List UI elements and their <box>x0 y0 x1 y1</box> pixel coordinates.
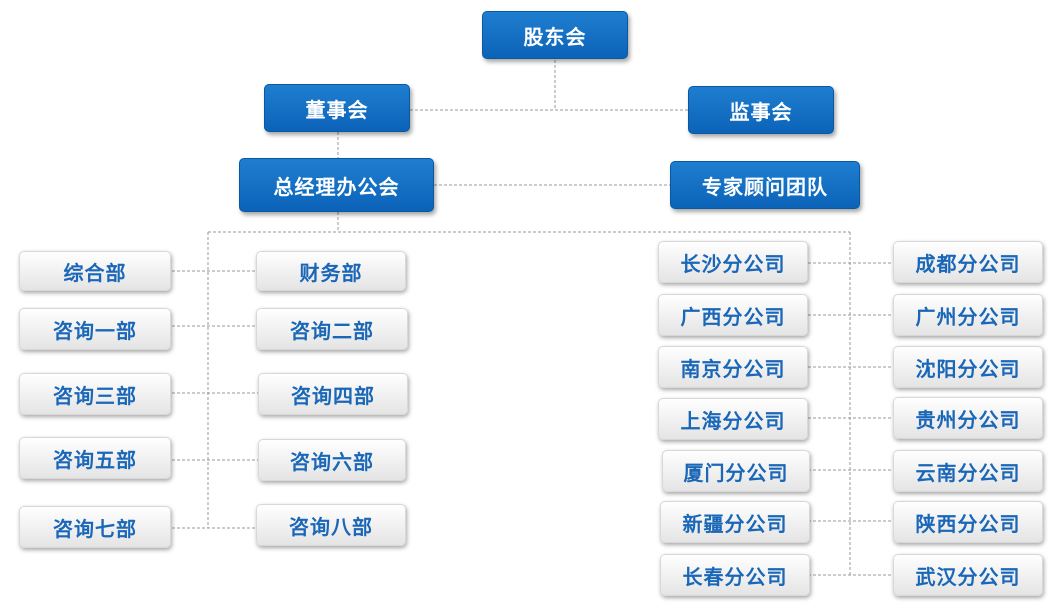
node-supervisors[interactable]: 监事会 <box>688 86 834 134</box>
dept-consulting-1[interactable]: 咨询一部 <box>19 308 171 350</box>
dept-consulting-4[interactable]: 咨询四部 <box>258 373 408 415</box>
branch-shanghai[interactable]: 上海分公司 <box>658 398 808 440</box>
dept-consulting-8[interactable]: 咨询八部 <box>256 504 406 546</box>
branch-guizhou[interactable]: 贵州分公司 <box>893 397 1043 439</box>
branch-shaanxi[interactable]: 陕西分公司 <box>893 501 1043 543</box>
branch-xiamen[interactable]: 厦门分公司 <box>662 450 810 492</box>
node-gm-office[interactable]: 总经理办公会 <box>239 158 434 212</box>
branch-xinjiang[interactable]: 新疆分公司 <box>660 501 810 543</box>
dept-consulting-2[interactable]: 咨询二部 <box>256 308 408 350</box>
branch-shenyang[interactable]: 沈阳分公司 <box>893 346 1043 388</box>
dept-general[interactable]: 综合部 <box>19 251 171 291</box>
node-experts[interactable]: 专家顾问团队 <box>670 161 860 209</box>
dept-consulting-7[interactable]: 咨询七部 <box>19 506 171 548</box>
dept-consulting-5[interactable]: 咨询五部 <box>19 437 171 479</box>
branch-changchun[interactable]: 长春分公司 <box>660 554 810 596</box>
dept-finance[interactable]: 财务部 <box>256 251 406 291</box>
branch-nanjing[interactable]: 南京分公司 <box>658 346 808 388</box>
branch-changsha[interactable]: 长沙分公司 <box>658 241 808 283</box>
dept-consulting-3[interactable]: 咨询三部 <box>19 373 171 415</box>
branch-guangxi[interactable]: 广西分公司 <box>658 294 808 336</box>
node-shareholders[interactable]: 股东会 <box>482 11 628 59</box>
branch-guangzhou[interactable]: 广州分公司 <box>893 294 1043 336</box>
branch-yunnan[interactable]: 云南分公司 <box>893 450 1043 492</box>
branch-chengdu[interactable]: 成都分公司 <box>893 241 1043 283</box>
branch-wuhan[interactable]: 武汉分公司 <box>893 554 1043 596</box>
dept-consulting-6[interactable]: 咨询六部 <box>258 439 406 481</box>
node-board[interactable]: 董事会 <box>264 84 410 132</box>
